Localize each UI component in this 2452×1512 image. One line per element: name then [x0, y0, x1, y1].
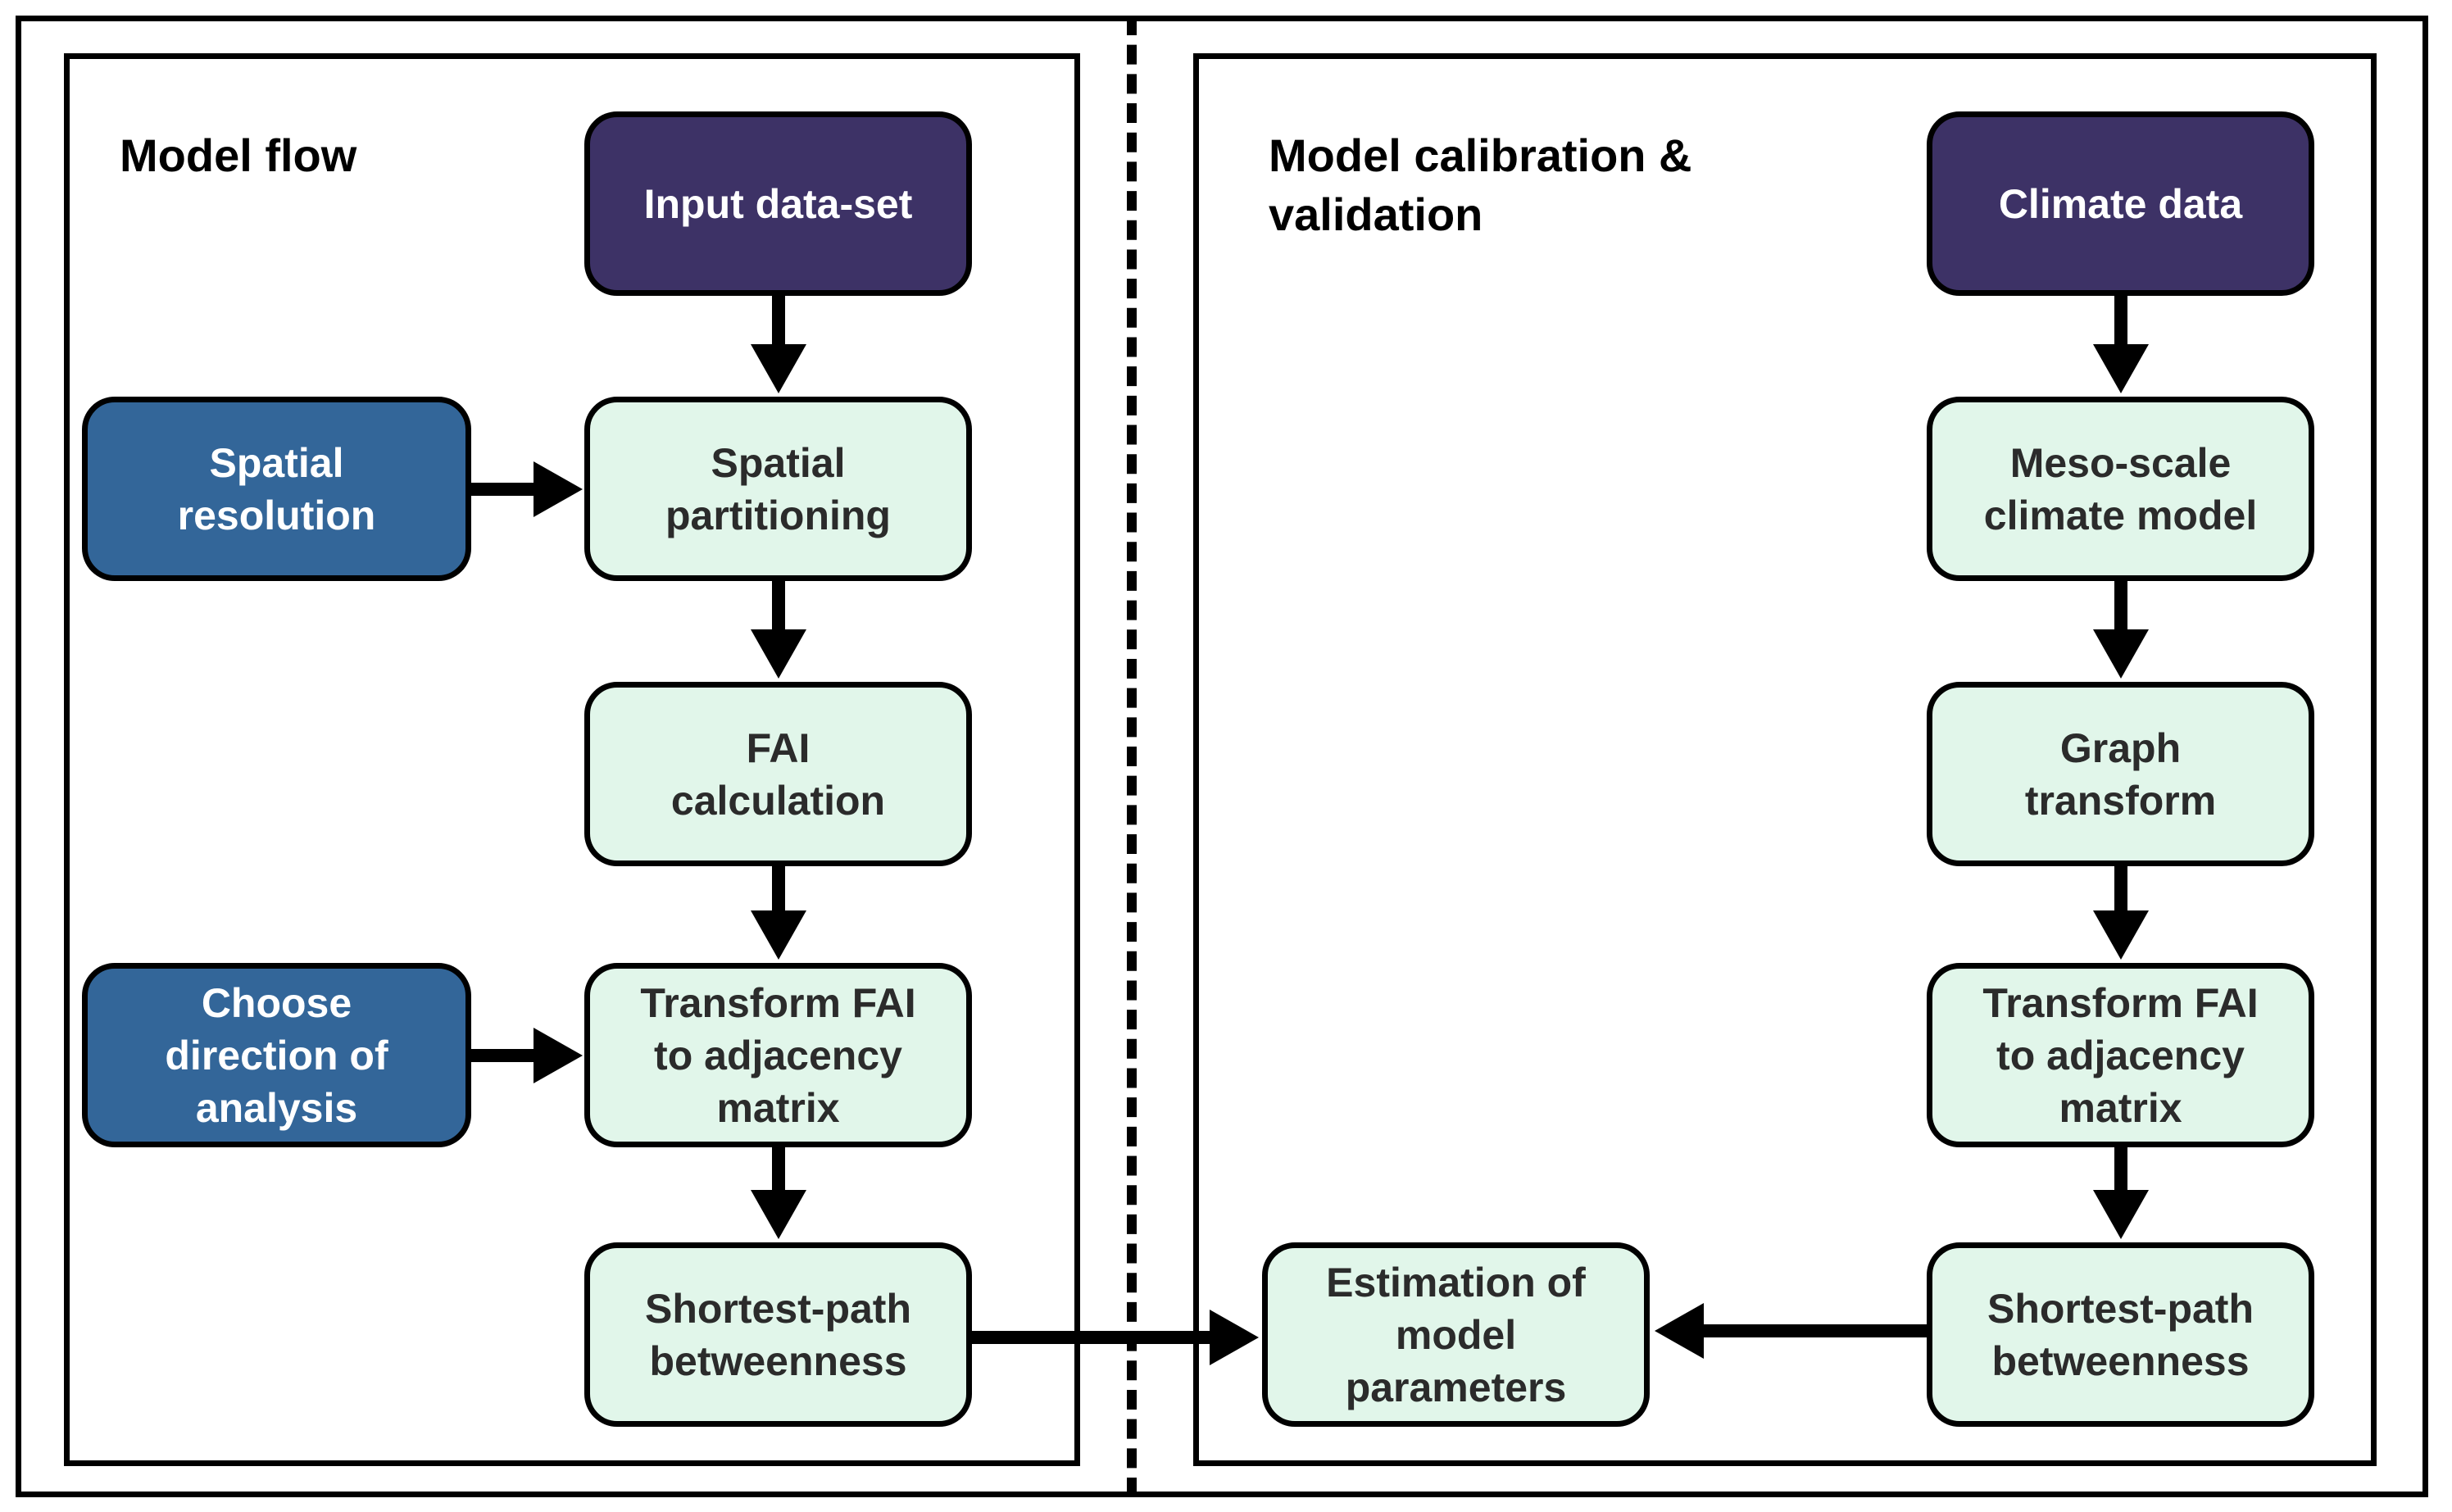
spatial-resolution-node: Spatial resolution	[82, 397, 471, 581]
arrow-right-shortest-path-to-estimation	[1655, 1303, 1927, 1359]
transform-fai-node-left: Transform FAI to adjacency matrix	[584, 963, 972, 1147]
arrow-direction-to-transform	[471, 1028, 583, 1083]
fai-calculation-node: FAI calculation	[584, 682, 972, 866]
arrow-input-to-partitioning	[751, 296, 806, 393]
figure-frame	[16, 16, 2428, 1497]
shortest-path-node-right: Shortest-path betweenness	[1927, 1242, 2314, 1427]
transform-fai-node-right: Transform FAI to adjacency matrix	[1927, 963, 2314, 1147]
model-flow-heading: Model flow	[120, 129, 357, 181]
shortest-path-node-left: Shortest-path betweenness	[584, 1242, 972, 1427]
estimation-node: Estimation of model parameters	[1262, 1242, 1650, 1427]
arrow-left-shortest-path-to-estimation	[972, 1310, 1259, 1365]
arrow-transform-to-shortest-path	[751, 1147, 806, 1239]
arrow-meso-to-graph	[2093, 581, 2149, 679]
model-flow-panel	[64, 53, 1080, 1466]
arrow-climate-to-meso	[2093, 296, 2149, 393]
meso-scale-node: Meso-scale climate model	[1927, 397, 2314, 581]
calibration-validation-heading: Model calibration & validation	[1269, 129, 1692, 240]
arrow-resolution-to-partitioning	[471, 461, 583, 517]
arrow-partitioning-to-fai	[751, 581, 806, 679]
input-dataset-node: Input data-set	[584, 111, 972, 296]
arrow-fai-to-transform	[751, 866, 806, 960]
dashed-divider	[1127, 16, 1137, 1497]
choose-direction-node: Choose direction of analysis	[82, 963, 471, 1147]
graph-transform-node: Graph transform	[1927, 682, 2314, 866]
arrow-transform-to-shortest-path-right	[2093, 1147, 2149, 1239]
climate-data-node: Climate data	[1927, 111, 2314, 296]
calibration-validation-panel	[1193, 53, 2377, 1466]
arrow-graph-to-transform	[2093, 866, 2149, 960]
spatial-partitioning-node: Spatial partitioning	[584, 397, 972, 581]
